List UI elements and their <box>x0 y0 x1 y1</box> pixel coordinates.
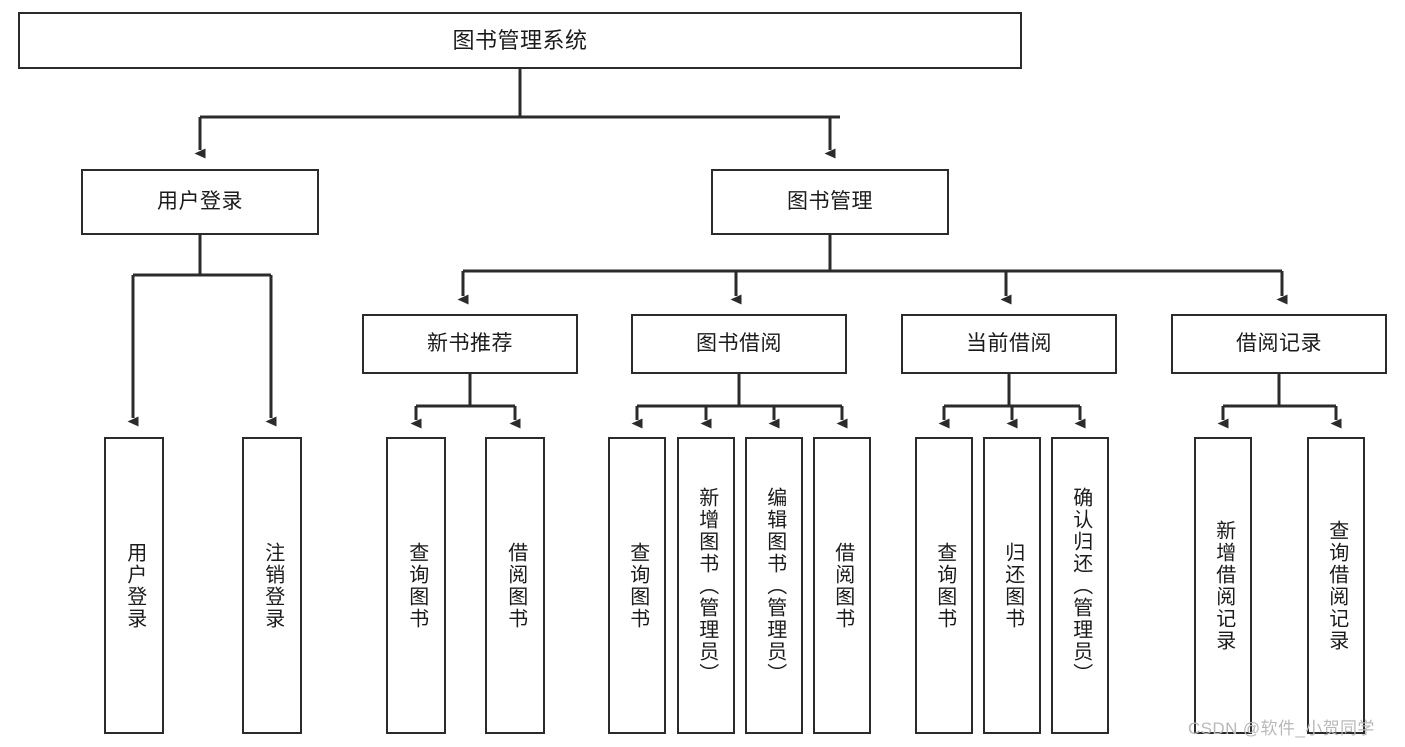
node-current-borrow-label: 当前借阅 <box>966 331 1052 355</box>
node-borrow-record[interactable]: 借阅记录 <box>1171 314 1387 374</box>
node-user-login-label: 用户登录 <box>157 189 243 213</box>
node-user-login[interactable]: 用户登录 <box>81 169 319 235</box>
node-leaf-query-book-recommend-label: 查询图书 <box>405 541 428 630</box>
node-leaf-query-borrow-record-label: 查询借阅记录 <box>1325 519 1348 652</box>
node-leaf-query-book-borrow[interactable]: 查询图书 <box>608 437 666 734</box>
node-leaf-borrow-book-recommend-label: 借阅图书 <box>504 541 527 630</box>
node-leaf-logout-login[interactable]: 注销登录 <box>242 437 302 734</box>
node-leaf-confirm-return-admin[interactable]: 确认归还（管理员） <box>1051 437 1109 734</box>
node-leaf-user-login[interactable]: 用户登录 <box>104 437 164 734</box>
node-leaf-add-book-admin[interactable]: 新增图书（管理员） <box>677 437 735 734</box>
node-root-label: 图书管理系统 <box>452 27 588 53</box>
node-leaf-add-book-admin-label: 新增图书（管理员） <box>695 486 718 685</box>
node-leaf-confirm-return-admin-label: 确认归还（管理员） <box>1069 486 1092 685</box>
node-borrow-record-label: 借阅记录 <box>1236 331 1322 355</box>
node-book-borrow-label: 图书借阅 <box>696 331 782 355</box>
node-current-borrow[interactable]: 当前借阅 <box>901 314 1117 374</box>
node-leaf-logout-login-label: 注销登录 <box>261 541 284 630</box>
node-leaf-query-borrow-record[interactable]: 查询借阅记录 <box>1307 437 1365 734</box>
node-leaf-query-book-current[interactable]: 查询图书 <box>915 437 973 734</box>
node-book-borrow[interactable]: 图书借阅 <box>631 314 847 374</box>
node-leaf-query-book-current-label: 查询图书 <box>933 541 956 630</box>
node-leaf-return-book[interactable]: 归还图书 <box>983 437 1041 734</box>
node-leaf-borrow-book-label: 借阅图书 <box>831 541 854 630</box>
node-leaf-borrow-book[interactable]: 借阅图书 <box>813 437 871 734</box>
node-leaf-query-book-borrow-label: 查询图书 <box>626 541 649 630</box>
node-new-book-recommend[interactable]: 新书推荐 <box>362 314 578 374</box>
node-leaf-borrow-book-recommend[interactable]: 借阅图书 <box>485 437 545 734</box>
node-leaf-user-login-label: 用户登录 <box>123 541 146 630</box>
node-new-book-recommend-label: 新书推荐 <box>427 331 513 355</box>
node-book-management[interactable]: 图书管理 <box>711 169 949 235</box>
node-leaf-edit-book-admin[interactable]: 编辑图书（管理员） <box>745 437 803 734</box>
node-leaf-return-book-label: 归还图书 <box>1001 541 1024 630</box>
node-leaf-query-book-recommend[interactable]: 查询图书 <box>386 437 446 734</box>
node-book-management-label: 图书管理 <box>787 189 873 213</box>
csdn-watermark: CSDN @软件_小贺同学 <box>1188 719 1375 738</box>
node-leaf-add-borrow-record-label: 新增借阅记录 <box>1212 519 1235 652</box>
node-leaf-add-borrow-record[interactable]: 新增借阅记录 <box>1194 437 1252 734</box>
node-root[interactable]: 图书管理系统 <box>18 12 1022 69</box>
node-leaf-edit-book-admin-label: 编辑图书（管理员） <box>763 486 786 685</box>
